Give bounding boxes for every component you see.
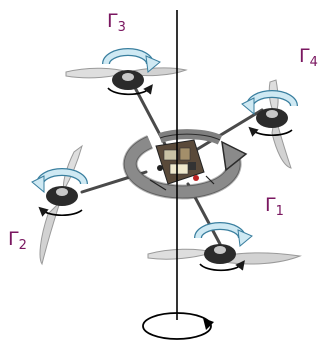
body-yaw-arrow — [122, 129, 248, 200]
arm-rotor-4 — [194, 108, 264, 152]
rotor-4-rotation-icon — [241, 90, 298, 137]
rotor-3 — [102, 48, 161, 96]
rotor-1-rotation-icon — [194, 222, 253, 272]
rotor-3-label: Γ3 — [107, 10, 126, 35]
blade-rotor-2 — [39, 144, 83, 266]
rotor-4 — [241, 90, 298, 137]
rotor-2-label: Γ2 — [8, 228, 27, 253]
rotor-4-label: Γ4 — [299, 45, 318, 70]
rotor-2 — [31, 168, 88, 217]
flight-controller-board — [149, 139, 215, 191]
rotor-1 — [194, 222, 253, 272]
axis-rotation-icon — [142, 312, 214, 340]
rotor-1-label: Γ1 — [265, 194, 284, 219]
rotor-2-rotation-icon — [31, 168, 88, 217]
rotor-3-rotation-icon — [102, 48, 161, 96]
